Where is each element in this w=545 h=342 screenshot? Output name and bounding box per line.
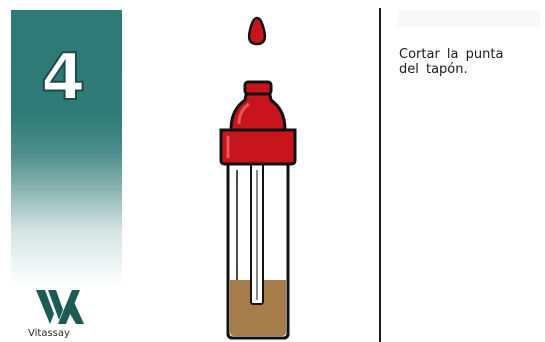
step-panel: 4 xyxy=(11,10,122,286)
cap-rim xyxy=(221,130,295,164)
caption-bar xyxy=(398,10,540,27)
cap-top xyxy=(245,82,271,94)
step-number: 4 xyxy=(11,46,122,110)
column-divider xyxy=(379,8,381,342)
instruction-text: Cortar la punta del tapón. xyxy=(399,47,545,77)
brand-logo: Vitassay xyxy=(28,290,98,342)
vitassay-logo-icon xyxy=(36,290,86,324)
tube-illustration xyxy=(195,10,335,342)
brand-name: Vitassay xyxy=(28,328,98,340)
cap-tip-icon xyxy=(249,18,265,44)
